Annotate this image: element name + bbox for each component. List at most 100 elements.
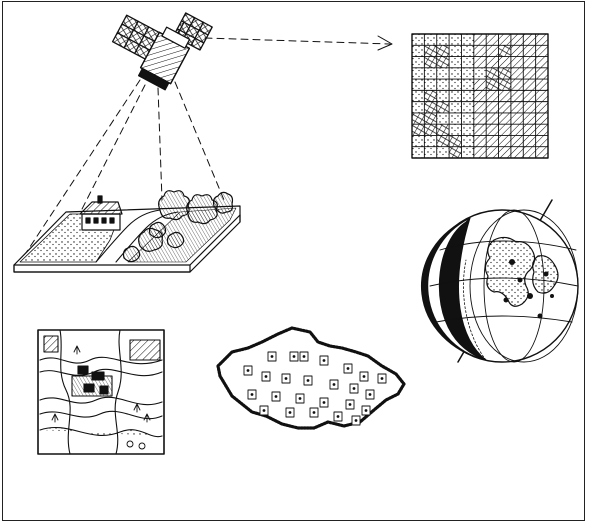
raster-cell (474, 57, 486, 68)
raster-cell (486, 113, 498, 124)
map-symbol-dot (333, 383, 336, 386)
raster-cell (449, 79, 461, 90)
raster-cell (461, 113, 473, 124)
raster-cell (412, 147, 424, 158)
raster-cell (412, 68, 424, 79)
raster-cell (437, 57, 449, 68)
raster-cell (499, 147, 511, 158)
raster-cell (474, 45, 486, 56)
raster-cell (499, 90, 511, 101)
raster-cell (486, 124, 498, 135)
raster-cell (486, 90, 498, 101)
map-symbol-dot (347, 367, 350, 370)
map-symbol-dot (363, 375, 366, 378)
raster-cell (536, 147, 548, 158)
raster-cell (499, 45, 511, 56)
raster-cell (449, 68, 461, 79)
raster-cell (449, 45, 461, 56)
raster-cell (523, 57, 535, 68)
map-symbol-dot (303, 355, 306, 358)
raster-cell (486, 45, 498, 56)
raster-cell (461, 135, 473, 146)
raster-cell (437, 68, 449, 79)
raster-cell (523, 135, 535, 146)
raster-cell (461, 102, 473, 113)
raster-cell (412, 124, 424, 135)
raster-cell (449, 113, 461, 124)
raster-cell (474, 90, 486, 101)
raster-cell (536, 45, 548, 56)
raster-cell (474, 34, 486, 45)
raster-cell (499, 124, 511, 135)
raster-cell (499, 57, 511, 68)
raster-cell (486, 57, 498, 68)
map-symbol-dot (323, 359, 326, 362)
raster-cell (486, 34, 498, 45)
raster-cell (424, 79, 436, 90)
raster-cell (499, 34, 511, 45)
country-map-icon (218, 328, 404, 428)
raster-grid-icon (412, 34, 548, 158)
raster-cell (412, 34, 424, 45)
raster-cell (424, 34, 436, 45)
raster-cell (523, 102, 535, 113)
raster-cell (511, 68, 523, 79)
raster-cell (424, 113, 436, 124)
raster-cell (523, 90, 535, 101)
map-symbol-dot (355, 419, 358, 422)
map-symbol-dot (251, 393, 254, 396)
raster-cell (523, 79, 535, 90)
raster-cell (536, 135, 548, 146)
raster-cell (499, 113, 511, 124)
raster-cell (474, 102, 486, 113)
map-symbol-dot (289, 411, 292, 414)
raster-cell (449, 90, 461, 101)
raster-cell (474, 79, 486, 90)
raster-cell (461, 79, 473, 90)
map-symbol-dot (265, 375, 268, 378)
raster-cell (536, 90, 548, 101)
raster-cell (461, 147, 473, 158)
raster-cell (412, 57, 424, 68)
raster-cell (437, 124, 449, 135)
raster-cell (449, 135, 461, 146)
map-symbol-dot (307, 379, 310, 382)
raster-cell (461, 57, 473, 68)
raster-cell (536, 79, 548, 90)
raster-cell (536, 124, 548, 135)
raster-cell (536, 68, 548, 79)
raster-cell (424, 147, 436, 158)
arrow-to-raster (205, 36, 392, 50)
raster-cell (449, 124, 461, 135)
raster-cell (424, 57, 436, 68)
raster-cell (523, 34, 535, 45)
map-symbol-dot (313, 411, 316, 414)
map-symbol-dot (247, 369, 250, 372)
raster-cell (499, 68, 511, 79)
raster-cell (486, 102, 498, 113)
map-symbol-dot (275, 395, 278, 398)
raster-cell (499, 79, 511, 90)
raster-cell (486, 135, 498, 146)
map-symbol-dot (381, 377, 384, 380)
raster-cell (511, 45, 523, 56)
raster-cell (511, 79, 523, 90)
raster-cell (437, 34, 449, 45)
raster-cell (511, 90, 523, 101)
satellite-icon (113, 13, 213, 91)
raster-cell (461, 45, 473, 56)
map-symbol-dot (353, 387, 356, 390)
raster-cell (474, 124, 486, 135)
map-symbol-dot (365, 409, 368, 412)
map-symbol-dot (271, 355, 274, 358)
raster-cell (437, 135, 449, 146)
raster-cell (449, 57, 461, 68)
raster-cell (523, 45, 535, 56)
raster-cell (486, 79, 498, 90)
map-symbol-dot (263, 409, 266, 412)
raster-cell (486, 147, 498, 158)
raster-cell (424, 68, 436, 79)
topographic-map-icon (38, 330, 164, 454)
globe-icon (421, 200, 578, 362)
